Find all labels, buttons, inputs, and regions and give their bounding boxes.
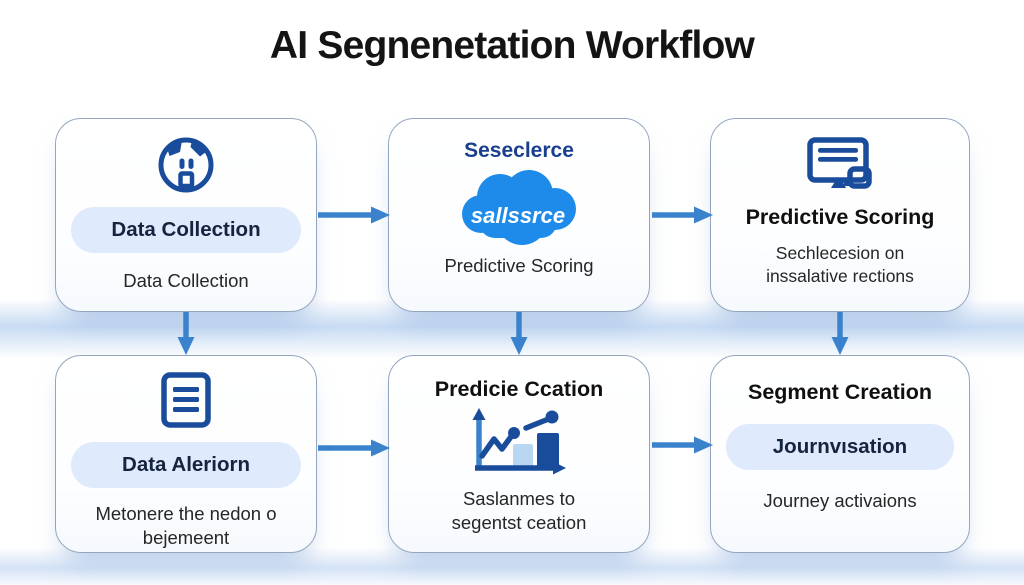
bar-line-chart-icon bbox=[472, 408, 566, 475]
card-heading: Predictive Scoring bbox=[745, 205, 935, 229]
card-data-collection: Data Collection Data Collection bbox=[55, 118, 317, 312]
card-heading: Predicie Ccation bbox=[434, 377, 604, 401]
card-body-text: Journey activaions bbox=[763, 490, 917, 511]
document-icon bbox=[161, 372, 211, 428]
card-predicie-ccation: Predicie Ccation Saslanmes to segentst c… bbox=[388, 355, 650, 553]
card-salesforce-scoring: Seseclerce sallssrce Predictive Scoring bbox=[388, 118, 650, 312]
card-body-text: Saslanmes to segentst ceation bbox=[451, 488, 587, 534]
arrow-down-icon bbox=[831, 312, 849, 355]
card-predictive-scoring: Predictive Scoring Sechlecesion on inssa… bbox=[710, 118, 970, 312]
arrow-right-icon bbox=[318, 439, 390, 457]
card-heading: Seseclerce bbox=[464, 139, 574, 162]
page-title: AI Segnenetation Workflow bbox=[269, 24, 755, 67]
pill-label-text: Data Aleriorn bbox=[122, 453, 250, 476]
card-heading: Segment Creation bbox=[748, 380, 932, 404]
arrow-right-icon bbox=[318, 206, 390, 224]
pill-label: Journvısation bbox=[726, 424, 954, 470]
cloud-logo-text: sallssrce bbox=[471, 203, 565, 228]
monitor-icon bbox=[807, 137, 872, 189]
card-body-text: Data Collection bbox=[123, 270, 249, 291]
salesforce-cloud-logo: sallssrce bbox=[462, 170, 576, 245]
arrow-down-icon bbox=[177, 312, 195, 355]
card-body-text: Metonere the nedon o bejemeent bbox=[95, 503, 277, 549]
pill-label-text: Journvısation bbox=[772, 435, 908, 458]
arrow-right-icon bbox=[652, 206, 713, 224]
card-body-text: Predictive Scoring bbox=[444, 255, 594, 276]
arrow-down-icon bbox=[510, 312, 528, 355]
card-data-aleriorn: Data Aleriorn Metonere the nedon o bejem… bbox=[55, 355, 317, 553]
pill-label: Data Aleriorn bbox=[71, 442, 301, 488]
pill-label: Data Collection bbox=[71, 207, 301, 253]
globe-face-icon bbox=[158, 137, 214, 193]
arrow-right-icon bbox=[652, 436, 713, 454]
card-body-text: Sechlecesion on inssalative rections bbox=[766, 243, 914, 286]
card-segment-creation: Segment Creation Journvısation Journey a… bbox=[710, 355, 970, 553]
pill-label-text: Data Collection bbox=[111, 218, 261, 241]
